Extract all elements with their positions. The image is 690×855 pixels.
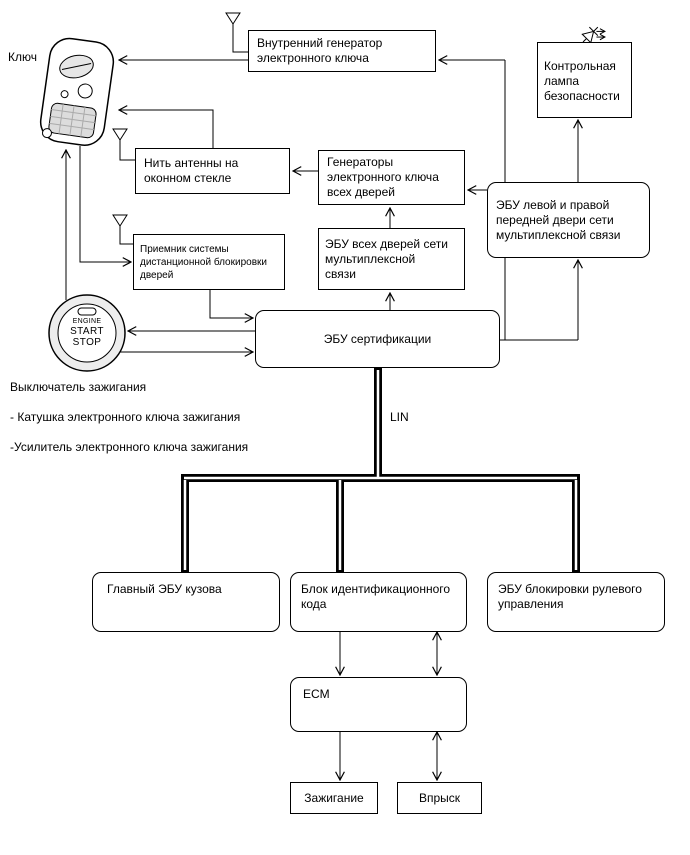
node-all-doors-ecu: ЭБУ всех дверей сети мультиплексной связ… [318, 228, 465, 290]
node-ignition: Зажигание [290, 782, 378, 814]
node-internal-key-generator: Внутренний генератор электронного ключа [248, 30, 436, 72]
engine-start-stop-button [48, 294, 126, 372]
node-ecm: ECM [290, 677, 467, 732]
antenna-icon [112, 214, 133, 245]
ignition-amplifier-note: -Усилитель электронного ключа зажигания [10, 440, 249, 454]
node-window-glass-antenna: Нить антенны на оконном стекле [135, 148, 290, 194]
antenna-icon [112, 128, 135, 161]
lin-label: LIN [390, 410, 409, 424]
start-button-labels: ENGINE START STOP [52, 317, 122, 348]
ignition-coil-note: - Катушка электронного ключа зажигания [10, 410, 241, 424]
key-fob-illustration [39, 37, 115, 146]
start-text: START [70, 326, 104, 337]
stop-text: STOP [72, 337, 102, 348]
node-id-code-box: Блок идентификационного кода [290, 572, 467, 632]
lin-bus [181, 368, 580, 572]
led-icon [581, 26, 608, 44]
node-security-lamp: Контрольная лампа безопасности [537, 42, 632, 118]
key-label: Ключ [8, 50, 37, 64]
node-main-body-ecu: Главный ЭБУ кузова [92, 572, 280, 632]
antenna-icon [225, 12, 248, 53]
engine-text: ENGINE [72, 318, 102, 325]
node-door-key-generators: Генераторы электронного ключа всех двере… [318, 150, 465, 205]
node-injection: Впрыск [397, 782, 482, 814]
node-steering-lock-ecu: ЭБУ блокировки рулевого управления [487, 572, 665, 632]
node-front-door-ecu: ЭБУ левой и правой передней двери сети м… [487, 182, 650, 258]
node-certification-ecu: ЭБУ сертификации [255, 310, 500, 368]
ignition-switch-label: Выключатель зажигания [10, 380, 147, 394]
node-remote-lock-receiver: Приемник системы дистанционной блокировк… [133, 234, 285, 290]
